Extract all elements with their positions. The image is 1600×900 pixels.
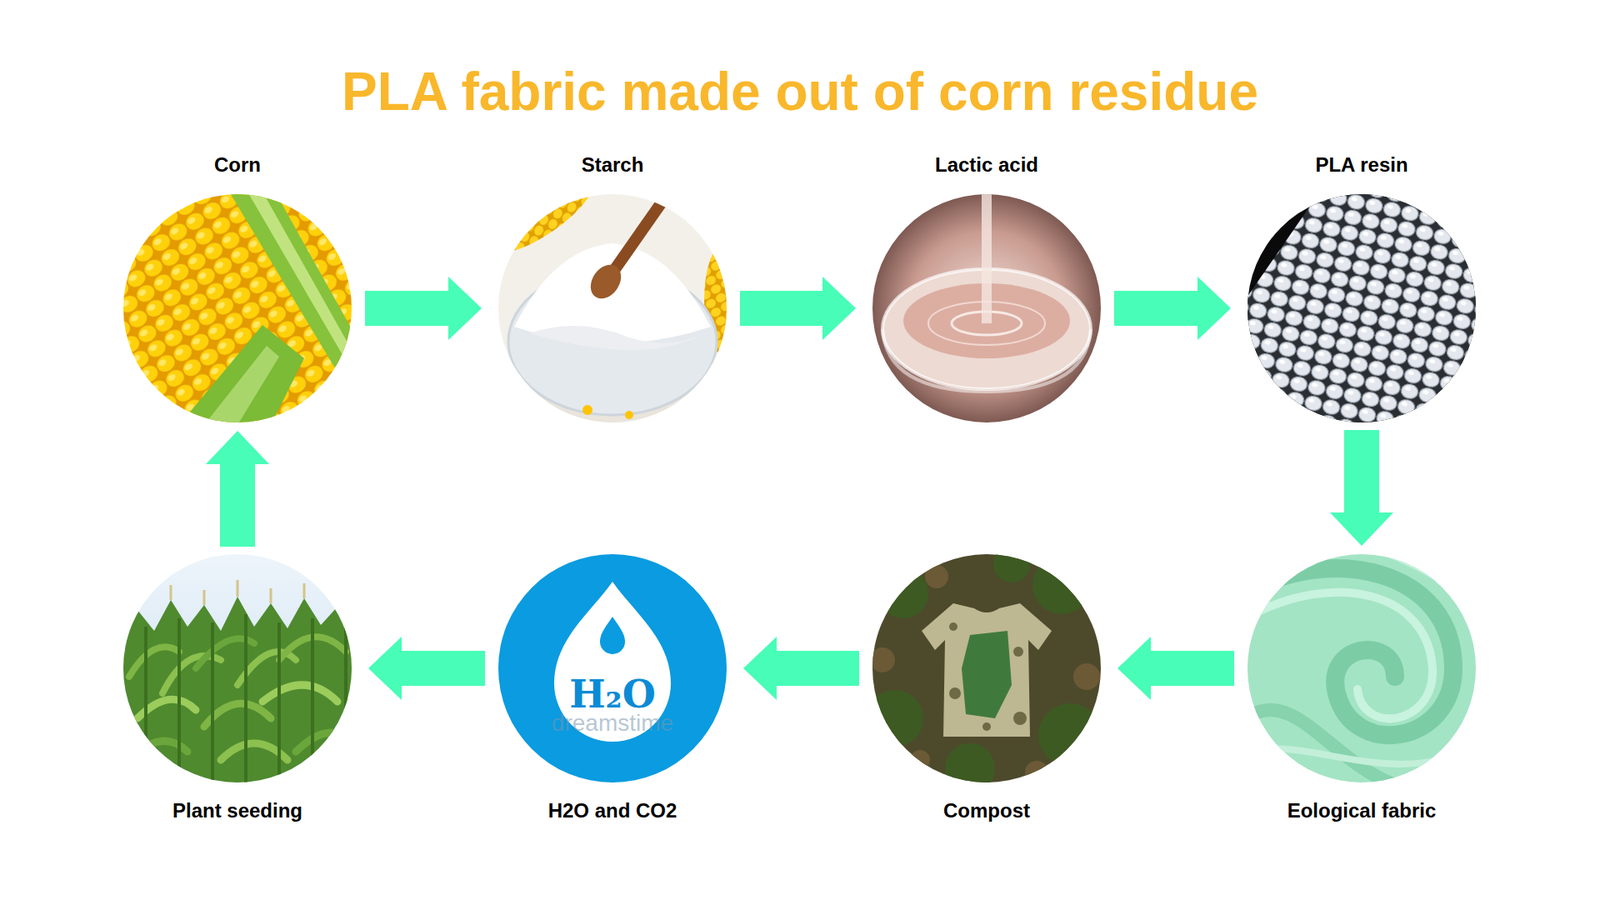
stage-node: PLA resin xyxy=(1247,153,1476,423)
stage-node: Lactic acid xyxy=(872,153,1101,423)
stage-label: Compost xyxy=(943,799,1030,824)
flow-arrow xyxy=(1114,276,1231,340)
flow-arrow xyxy=(740,276,856,340)
flow-arrow xyxy=(365,276,482,340)
stage-circle xyxy=(872,554,1101,783)
stage-node: Plant seeding xyxy=(123,554,352,824)
stage-circle xyxy=(872,194,1101,423)
stage-label: H2O and CO2 xyxy=(548,799,678,824)
stage-label: Plant seeding xyxy=(172,799,303,824)
stage-node: H₂O H2O and CO2 xyxy=(498,554,727,824)
stage-label: Lactic acid xyxy=(935,153,1039,178)
flow-arrow xyxy=(743,636,860,700)
diagram-title: PLA fabric made out of corn residue xyxy=(0,60,1600,125)
flow-arrow xyxy=(205,430,270,547)
stage-node: Corn xyxy=(123,153,352,423)
stage-label: Corn xyxy=(214,153,261,178)
stage-circle: H₂O xyxy=(498,554,727,783)
flow-arrow xyxy=(1330,430,1394,546)
flow-arrow xyxy=(1117,636,1235,700)
stage-label: Eological fabric xyxy=(1287,799,1437,824)
stage-node: Compost xyxy=(872,554,1101,824)
stage-node: Starch xyxy=(498,153,727,423)
stage-circle xyxy=(1247,554,1476,783)
stage-circle xyxy=(123,194,352,423)
stage-node: Eological fabric xyxy=(1247,554,1476,824)
stage-circle xyxy=(498,194,727,423)
stage-circle xyxy=(123,554,352,783)
flow-arrow xyxy=(368,636,485,700)
stage-label: PLA resin xyxy=(1315,153,1408,178)
stage-label: Starch xyxy=(581,153,645,178)
stage-circle xyxy=(1247,194,1476,423)
formula-text: H₂O xyxy=(569,673,656,716)
watermark: dreamstime xyxy=(551,709,674,738)
